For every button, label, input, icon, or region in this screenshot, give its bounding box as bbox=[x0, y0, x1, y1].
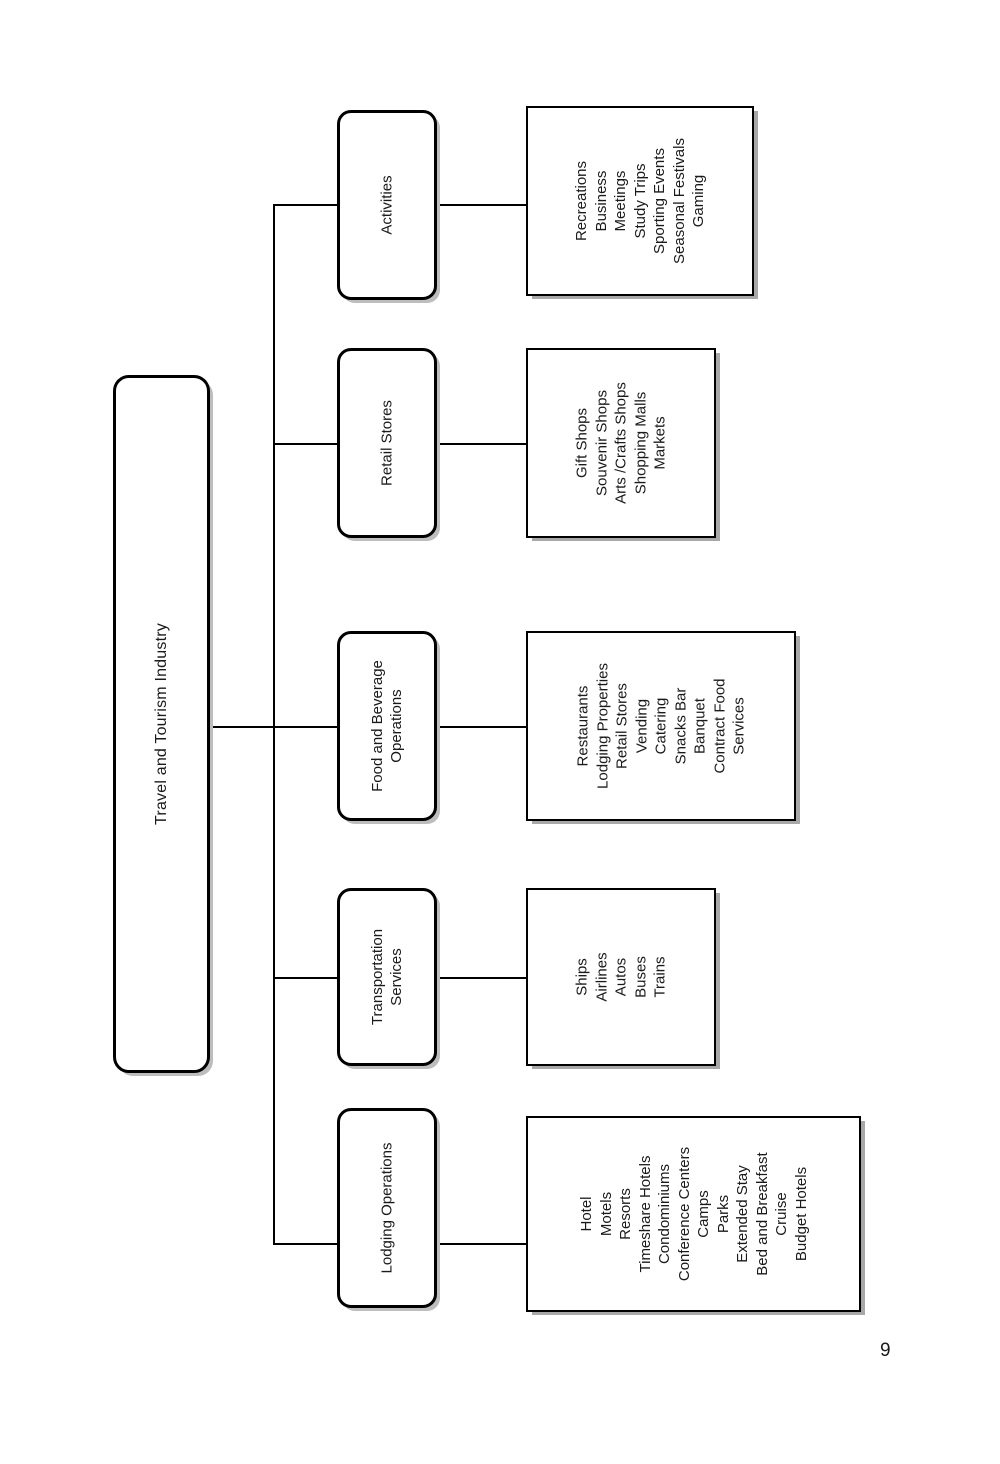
leaf-box-retail-stores[interactable]: Gift Shops Souvenir Shops Arts /Crafts S… bbox=[526, 348, 716, 538]
list-item: Business bbox=[592, 170, 610, 232]
list-item: Budget Hotels bbox=[792, 1166, 809, 1262]
connector-trunk-to-branch-food-and-beverage-operations bbox=[273, 726, 339, 728]
branch-node-label: Transportation Services bbox=[368, 928, 405, 1026]
branch-node-retail-stores[interactable]: Retail Stores bbox=[337, 348, 437, 538]
leaf-box-food-and-beverage-operations[interactable]: Restaurants Lodging Properties Retail St… bbox=[526, 631, 796, 821]
connector-trunk-to-branch-transportation-services bbox=[273, 977, 339, 979]
list-item: Seasonal Festivals bbox=[670, 138, 688, 264]
list-item: Extended Stay bbox=[733, 1165, 751, 1263]
list-item: Markets bbox=[651, 416, 669, 470]
list-item: Sporting Events bbox=[650, 148, 668, 254]
leaf-list-transportation-services: Ships Airlines Autos Buses Trains bbox=[572, 952, 670, 1001]
connector-trunk bbox=[273, 204, 275, 1244]
leaf-box-lodging-operations[interactable]: Hotel Motels Resorts Timeshare Hotels Co… bbox=[526, 1116, 861, 1312]
list-item: Shopping Malls bbox=[631, 391, 649, 495]
connector-trunk-to-branch-retail-stores bbox=[273, 443, 339, 445]
list-item: Buses bbox=[631, 956, 649, 998]
list-item: Resorts bbox=[616, 1188, 634, 1240]
connector-branch-food-and-beverage-operations-to-leaf bbox=[437, 726, 528, 728]
list-item: Meetings bbox=[611, 170, 629, 232]
list-item: Hotel bbox=[577, 1196, 595, 1232]
connector-branch-retail-stores-to-leaf bbox=[437, 443, 528, 445]
branch-node-label: Retail Stores bbox=[378, 400, 396, 486]
branch-node-lodging-operations[interactable]: Lodging Operations bbox=[337, 1108, 437, 1308]
list-item: Lodging Properties bbox=[593, 663, 611, 789]
list-item: Retail Stores bbox=[613, 683, 631, 769]
root-node-travel-and-tourism-industry[interactable]: Travel and Tourism Industry bbox=[113, 375, 210, 1073]
connector-trunk-to-branch-activities bbox=[273, 204, 339, 206]
connector-branch-activities-to-leaf bbox=[437, 204, 528, 206]
connector-trunk-to-branch-lodging-operations bbox=[273, 1243, 339, 1245]
list-item: Study Trips bbox=[631, 163, 649, 239]
list-item: Autos bbox=[612, 957, 630, 997]
list-item: Catering bbox=[652, 697, 670, 755]
list-item: Condominiums bbox=[655, 1163, 673, 1265]
list-item: Recreations bbox=[572, 160, 590, 242]
list-item: Motels bbox=[597, 1191, 614, 1237]
list-item: Arts /Crafts Shops bbox=[612, 382, 630, 504]
list-item: Bed and Breakfast bbox=[753, 1152, 770, 1276]
list-item: Trains bbox=[651, 956, 669, 998]
list-item: Banquet bbox=[691, 698, 709, 754]
branch-node-label: Lodging Operations bbox=[378, 1142, 396, 1274]
leaf-list-retail-stores: Gift Shops Souvenir Shops Arts /Crafts S… bbox=[572, 382, 670, 504]
list-item: Ships bbox=[573, 958, 591, 996]
list-item: Cruise bbox=[772, 1192, 790, 1236]
list-item: Parks bbox=[714, 1194, 731, 1234]
leaf-box-activities[interactable]: Recreations Business Meetings Study Trip… bbox=[526, 106, 754, 296]
root-node-label: Travel and Tourism Industry bbox=[152, 623, 170, 825]
branch-node-label: Activities bbox=[378, 175, 396, 235]
page-number: 9 bbox=[880, 1340, 891, 1361]
list-item: Camps bbox=[694, 1190, 712, 1238]
branch-node-transportation-services[interactable]: Transportation Services bbox=[337, 888, 437, 1066]
list-item: Gaming bbox=[689, 174, 707, 228]
branch-node-activities[interactable]: Activities bbox=[337, 110, 437, 300]
list-item: Services bbox=[730, 697, 748, 755]
connector-branch-lodging-operations-to-leaf bbox=[437, 1243, 528, 1245]
list-item: Snacks Bar bbox=[671, 687, 689, 765]
branch-node-label: Food and Beverage Operations bbox=[368, 660, 405, 792]
branch-node-food-and-beverage-operations[interactable]: Food and Beverage Operations bbox=[337, 631, 437, 821]
list-item: Conference Centers bbox=[675, 1146, 692, 1282]
list-item: Restaurants bbox=[574, 685, 592, 767]
list-item: Vending bbox=[632, 698, 650, 754]
connector-branch-transportation-services-to-leaf bbox=[437, 977, 528, 979]
connector-root-to-trunk bbox=[208, 726, 275, 728]
leaf-list-activities: Recreations Business Meetings Study Trip… bbox=[572, 138, 709, 264]
list-item: Gift Shops bbox=[573, 407, 591, 479]
leaf-list-food-and-beverage-operations: Restaurants Lodging Properties Retail St… bbox=[573, 663, 749, 789]
list-item: Contract Food bbox=[710, 678, 728, 774]
leaf-list-lodging-operations: Hotel Motels Resorts Timeshare Hotels Co… bbox=[577, 1147, 811, 1281]
list-item: Airlines bbox=[592, 952, 610, 1002]
list-item: Timeshare Hotels bbox=[636, 1155, 653, 1273]
list-item: Souvenir Shops bbox=[592, 390, 610, 496]
leaf-box-transportation-services[interactable]: Ships Airlines Autos Buses Trains bbox=[526, 888, 716, 1066]
